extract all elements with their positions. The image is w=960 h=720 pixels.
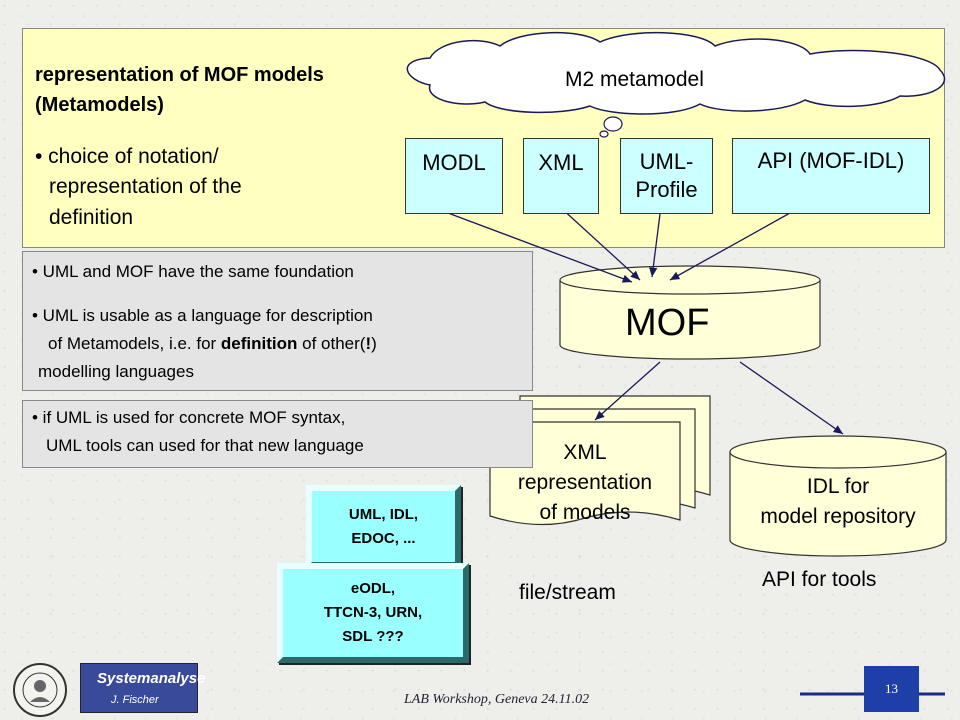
- eodl-line2: TTCN-3, URN,: [323, 604, 423, 621]
- notation-xml-label: XML: [538, 150, 584, 175]
- header-title-line1: representation of MOF models: [35, 64, 324, 86]
- page-number: 13: [885, 681, 898, 696]
- xml-doc-text: XML representation of models: [490, 438, 680, 528]
- xml-doc-line3: of models: [539, 501, 631, 524]
- connector-arrows: [439, 206, 844, 435]
- xml-doc-line2: representation: [517, 471, 653, 494]
- foundation-bullet-1: • UML and MOF have the same foundation: [32, 262, 354, 281]
- foundation-box: [22, 251, 533, 391]
- notation-uml-label-line2: Profile: [635, 177, 698, 202]
- xml-doc-line1: XML: [563, 441, 607, 464]
- tools-line2: UML tools can used for that new language: [46, 436, 364, 455]
- idl-cyl-text: IDL for model repository: [730, 472, 946, 532]
- systemanalyse-logo: Systemanalyse J. Fischer: [80, 663, 205, 713]
- notation-modl: MODL: [405, 138, 503, 214]
- header-bullet-line3: definition: [49, 206, 134, 229]
- header-bullet-line2: representation of the: [49, 175, 242, 198]
- logo-text: Systemanalyse: [97, 670, 206, 687]
- foundation-bullet-2-line2: of Metamodels, i.e. for definition of ot…: [48, 334, 377, 354]
- notation-uml-profile: UML- Profile: [620, 138, 713, 214]
- line2-pre: of Metamodels, i.e. for: [48, 334, 221, 353]
- notation-xml: XML: [523, 138, 599, 214]
- idl-caption: API for tools: [762, 568, 877, 591]
- tools-line1: • if UML is used for concrete MOF syntax…: [32, 408, 346, 427]
- uml-idl-line2: EDOC, ...: [351, 529, 416, 547]
- cloud-label: M2 metamodel: [565, 68, 704, 91]
- line2-excl: !: [365, 334, 372, 353]
- notation-uml-label-line1: UML-: [639, 149, 694, 174]
- mof-label: MOF: [625, 302, 710, 344]
- foundation-bullet-2-line3: modelling languages: [38, 362, 194, 381]
- notation-modl-label: MODL: [422, 150, 486, 175]
- header-bullet-line1: • choice of notation/: [35, 145, 219, 168]
- page-number-box: 13: [864, 666, 919, 712]
- mof-cylinder: [559, 265, 821, 360]
- language-button-uml-idl[interactable]: UML, IDL, EDOC, ...: [306, 485, 461, 568]
- eodl-line1: eODL,: [350, 580, 396, 597]
- logo-author: J. Fischer: [111, 694, 159, 706]
- xml-document-stack: [489, 395, 711, 526]
- idl-line1: IDL for: [806, 475, 870, 498]
- tools-box: [22, 400, 533, 468]
- notation-api: API (MOF-IDL): [732, 138, 930, 214]
- line2-end: ): [371, 334, 377, 353]
- foundation-bullet-2-line1: • UML is usable as a language for descri…: [32, 306, 373, 325]
- notation-api-label: API (MOF-IDL): [757, 148, 905, 173]
- idl-line2: model repository: [760, 505, 916, 528]
- xml-doc-caption: file/stream: [519, 581, 616, 604]
- line2-post: of other(: [297, 334, 366, 353]
- footer-event: LAB Workshop, Geneva 24.11.02: [404, 692, 590, 707]
- eodl-line3: SDL ???: [342, 628, 404, 645]
- line2-bold: definition: [220, 334, 298, 353]
- header-title-line2: (Metamodels): [35, 94, 164, 116]
- university-seal-icon: [13, 663, 67, 717]
- uml-idl-line1: UML, IDL,: [348, 505, 419, 523]
- idl-cylinder: [729, 435, 947, 557]
- language-button-eodl[interactable]: eODL, TTCN-3, URN, SDL ???: [277, 563, 469, 663]
- cloud-shape: [406, 31, 946, 138]
